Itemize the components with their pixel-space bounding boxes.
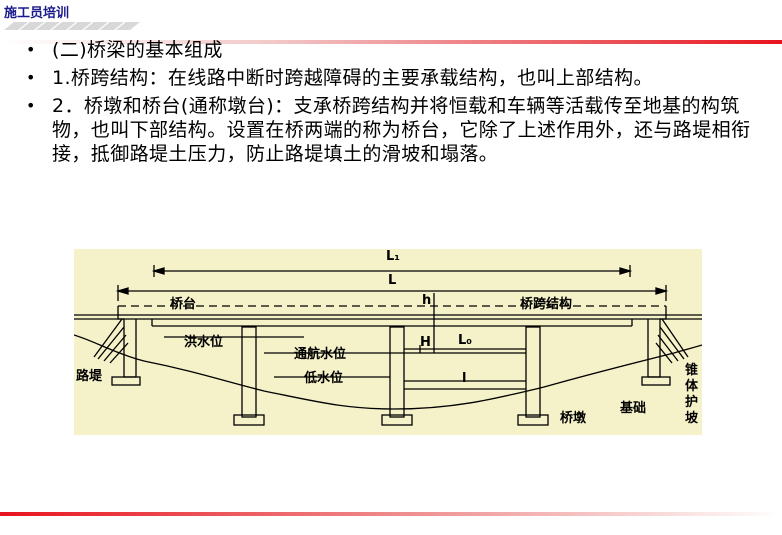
- bullet-text: (二)桥梁的基本组成: [52, 39, 223, 61]
- label-tonghangshuiwei: 通航水位: [294, 347, 347, 362]
- label-hongshuiwei: 洪水位: [184, 335, 224, 350]
- label-l-small: l: [462, 371, 467, 386]
- bullet-item: • 2．桥墩和桥台(通称墩台)：支承桥跨结构并将恒载和车辆等活载传至地基的构筑物…: [26, 94, 766, 166]
- label-ludi: 路堤: [76, 369, 103, 384]
- bridge-drawing: [73, 249, 703, 435]
- label-dishuiwei: 低水位: [304, 371, 344, 386]
- bullet-dot: •: [26, 40, 36, 59]
- bullet-dot: •: [26, 68, 36, 87]
- bullet-item: • 1.桥跨结构：在线路中断时跨越障碍的主要承载结构，也叫上部结构。: [26, 66, 766, 90]
- label-l0: L₀: [458, 333, 472, 348]
- label-qiaokuajiegou: 桥跨结构: [520, 297, 573, 312]
- bullet-item: • (二)桥梁的基本组成: [26, 38, 766, 62]
- header-title: 施工员培训: [4, 6, 70, 21]
- footer-band: [0, 512, 782, 516]
- bullet-text: 2．桥墩和桥台(通称墩台)：支承桥跨结构并将恒载和车辆等活载传至地基的构筑物，也…: [52, 95, 751, 165]
- label-zhuitihupo: 锥体护坡: [684, 363, 698, 426]
- label-qiaotai: 桥台: [170, 297, 197, 312]
- bullet-dot: •: [26, 96, 36, 115]
- bullet-text: 1.桥跨结构：在线路中断时跨越障碍的主要承载结构，也叫上部结构。: [52, 67, 653, 89]
- label-qiaodun: 桥墩: [560, 411, 587, 426]
- label-l1: L₁: [386, 249, 400, 264]
- bridge-diagram: L₁ L 桥台 桥跨结构 洪水位 通航水位 低水位 路堤 L₀ l 桥墩 基础 …: [73, 249, 703, 435]
- header-band: [0, 22, 782, 44]
- label-l: L: [388, 273, 397, 288]
- label-jichu: 基础: [620, 401, 647, 416]
- label-h: h: [422, 293, 432, 308]
- bullet-list: • (二)桥梁的基本组成 • 1.桥跨结构：在线路中断时跨越障碍的主要承载结构，…: [26, 38, 766, 170]
- label-H: H: [420, 335, 431, 350]
